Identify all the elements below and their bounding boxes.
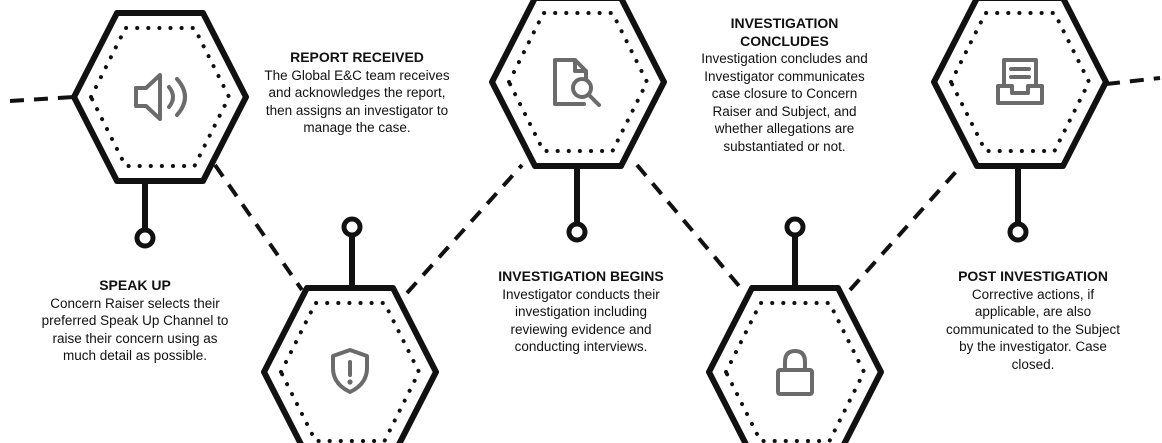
hexagon-nodes: [71, 0, 1109, 443]
shield-alert-icon: [331, 348, 369, 394]
pin-post-investigation: [1007, 168, 1029, 243]
pin-report-received: [341, 216, 363, 286]
hexagon-report-received: [261, 285, 439, 443]
step-title-report-received: REPORT RECEIVED: [290, 49, 424, 65]
hexagon-outline-post-investigation: [931, 0, 1109, 169]
hexagon-investigation-concludes: [706, 285, 884, 443]
hexagon-dotted-ring-post-investigation: [948, 11, 1092, 153]
step-title-investigation-begins: INVESTIGATION BEGINS: [498, 268, 664, 284]
step-pins: [134, 168, 1029, 286]
lock-icon: [776, 349, 814, 396]
step-description-post-investigation: Corrective actions, if applicable, are a…: [945, 286, 1121, 372]
pin-investigation-concludes: [784, 216, 806, 286]
step-text-report-received: REPORT RECEIVED The Global E&C team rece…: [262, 49, 452, 137]
hexagon-outline-investigation-concludes: [706, 285, 884, 443]
connector-line-3: [405, 163, 524, 295]
pin-circle-investigation-concludes: [784, 216, 806, 238]
pin-investigation-begins: [566, 168, 588, 243]
speaker-icon: [134, 73, 187, 121]
hexagon-dotted-ring-report-received: [278, 301, 422, 443]
step-title-post-investigation: POST INVESTIGATION: [958, 268, 1108, 284]
connector-line-1: [9, 95, 75, 103]
pin-circle-report-received: [341, 216, 363, 238]
pin-circle-investigation-begins: [566, 221, 588, 243]
step-description-report-received: The Global E&C team receives and acknowl…: [264, 67, 450, 136]
pin-circle-post-investigation: [1007, 221, 1029, 243]
pin-circle-speak-up: [134, 227, 156, 249]
hexagon-speak-up: [71, 10, 249, 184]
hexagon-investigation-begins: [489, 0, 667, 169]
pin-speak-up: [134, 183, 156, 249]
connector-line-6: [1105, 76, 1161, 86]
step-title-speak-up: SPEAK UP: [99, 277, 171, 293]
step-text-speak-up: SPEAK UP Concern Raiser selects their pr…: [35, 277, 235, 365]
dashed-connectors: [9, 76, 1161, 295]
hexagon-dotted-ring-investigation-begins: [506, 11, 650, 153]
step-text-investigation-concludes: INVESTIGATION CONCLUDES Investigation co…: [692, 15, 877, 155]
step-description-investigation-concludes: Investigation concludes and Investigator…: [701, 51, 868, 154]
hexagon-dotted-ring-investigation-concludes: [723, 301, 867, 443]
hexagon-dotted-ring-speak-up: [88, 26, 232, 168]
connector-line-4: [635, 163, 747, 295]
step-text-investigation-begins: INVESTIGATION BEGINS Investigator conduc…: [496, 268, 666, 356]
document-search-icon: [553, 58, 601, 107]
step-title-investigation-concludes: INVESTIGATION CONCLUDES: [730, 15, 839, 49]
connector-line-5: [848, 163, 964, 292]
hexagon-post-investigation: [931, 0, 1109, 169]
inbox-tray-icon: [996, 58, 1044, 105]
step-description-speak-up: Concern Raiser selects their preferred S…: [41, 295, 229, 364]
hexagon-outline-investigation-begins: [489, 0, 667, 169]
step-text-post-investigation: POST INVESTIGATION Corrective actions, i…: [938, 268, 1128, 373]
step-description-investigation-begins: Investigator conducts their investigatio…: [502, 286, 660, 355]
connector-line-2: [213, 163, 304, 292]
